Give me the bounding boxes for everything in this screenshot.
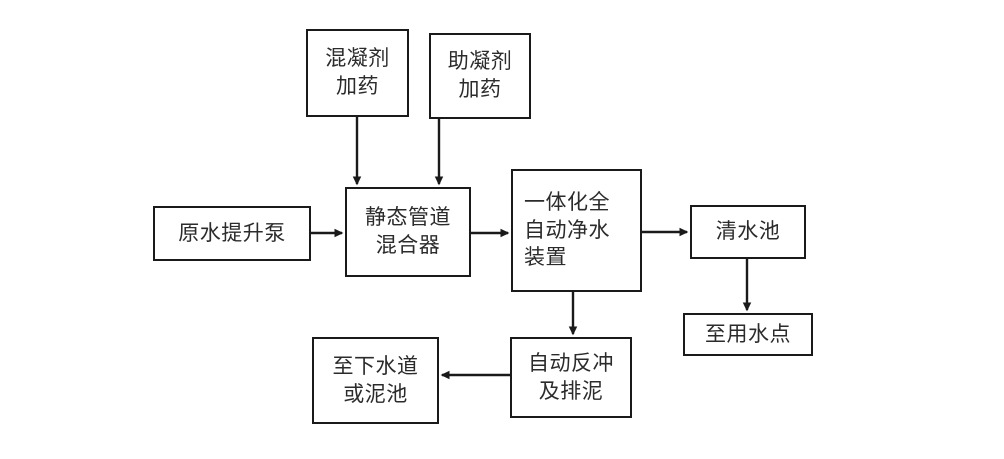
node-clean-water-tank[interactable]: 清水池 [690, 205, 806, 259]
node-label-line: 至下水道 [332, 353, 419, 378]
node-raw-water-pump[interactable]: 原水提升泵 [153, 206, 311, 261]
node-to-water-point[interactable]: 至用水点 [683, 313, 813, 356]
node-auto-backwash-sludge[interactable]: 自动反冲 及排泥 [510, 337, 632, 418]
node-label-line: 助凝剂 [447, 49, 513, 74]
node-label-line: 混合器 [375, 233, 441, 257]
node-label-line: 原水提升泵 [178, 220, 286, 245]
node-static-pipe-mixer[interactable]: 静态管道 混合器 [345, 187, 471, 277]
node-flocculant-dosing[interactable]: 助凝剂 加药 [429, 33, 531, 119]
node-coagulant-dosing[interactable]: 混凝剂 加药 [306, 29, 409, 117]
node-label-line: 及排泥 [538, 378, 604, 403]
node-label-line: 一体化全 [524, 189, 610, 214]
node-to-sewer-or-sludge-pit[interactable]: 至下水道 或泥池 [312, 337, 439, 424]
node-label-line: 加药 [458, 77, 502, 101]
node-label-line: 清水池 [715, 219, 781, 244]
node-label-line: 或泥池 [343, 381, 408, 406]
node-label-line: 自动净水 [524, 217, 610, 242]
node-label-line: 静态管道 [365, 205, 451, 230]
node-label-line: 装置 [524, 245, 567, 270]
node-integrated-purifier[interactable]: 一体化全 自动净水 装置 [511, 169, 642, 292]
node-label-line: 加药 [336, 74, 379, 98]
node-label-line: 混凝剂 [325, 46, 390, 71]
node-label-line: 自动反冲 [528, 350, 614, 375]
node-label-line: 至用水点 [705, 321, 791, 346]
